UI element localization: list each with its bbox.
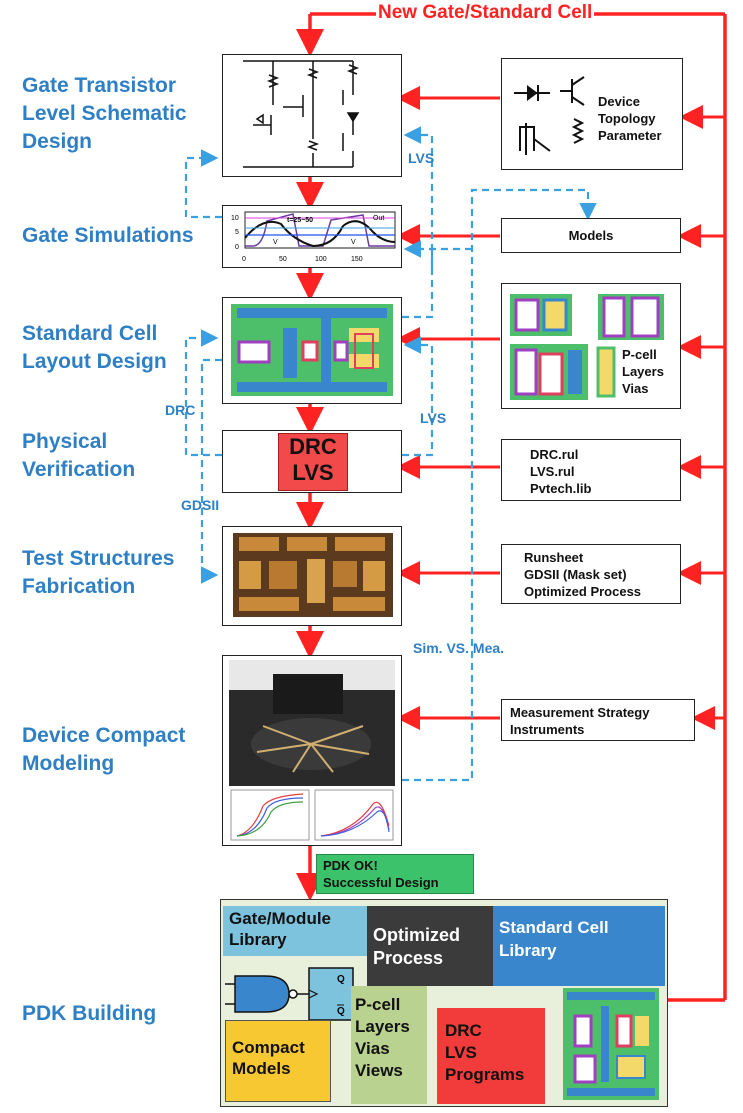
gate-library-text: Gate/Module [229, 909, 332, 928]
step-modeling-label: Device Compact Modeling [22, 724, 186, 775]
process-text: Process [373, 948, 444, 968]
step-layout-label: Standard Cell Layout Design [22, 322, 167, 373]
pcell-shapes [510, 294, 664, 400]
layers-label: Layers [622, 364, 664, 379]
optimized-process-label: Optimized Process [524, 584, 642, 599]
pdk-drc-text: DRC [445, 1021, 482, 1040]
fabrication-box [222, 526, 402, 626]
topology-label: Topology [598, 111, 656, 126]
step-verification-label: Physical Verification [22, 430, 136, 481]
sim-vs-mea-label: Sim. VS. Mea. [413, 640, 505, 656]
lvs-label-bottom: LVS [420, 410, 447, 426]
models-text: Models [232, 1059, 291, 1078]
compact-text: Compact [232, 1038, 305, 1057]
drc-programs-block: DRC LVS Programs [437, 1008, 545, 1104]
pdk-pcell-text: P-cell [355, 995, 401, 1014]
std-cell-library-block: Standard Cell Library [493, 906, 665, 986]
dashed-feedback [184, 126, 597, 782]
rules-box: DRC.rul LVS.rul Pvtech.lib [501, 439, 681, 501]
device-symbols [514, 76, 585, 155]
pdk-ok-badge: PDK OK! Successful Design [316, 854, 474, 894]
svg-text:0: 0 [235, 244, 239, 251]
layout-drawing [231, 304, 393, 396]
device-topology-box: Device Topology Parameter [501, 58, 683, 170]
pdk-vias-text: Vias [355, 1039, 390, 1058]
drc-text: DRC [289, 434, 337, 459]
pcell-block: P-cell Layers Vias Views [351, 986, 427, 1104]
svg-text:50: 50 [279, 256, 287, 263]
gate-library-block: Gate/Module Library [223, 906, 367, 956]
pdk-ok-text: PDK OK! [323, 858, 378, 873]
pdk-views-text: Views [355, 1061, 403, 1080]
lvs-text: LVS [292, 460, 334, 485]
optimized-process-block: Optimized Process [367, 906, 493, 986]
instruments-label: Instruments [510, 722, 585, 737]
fab-inputs-box: Runsheet GDSII (Mask set) Optimized Proc… [501, 544, 681, 604]
pvtech-lib-label: Pvtech.lib [530, 481, 592, 496]
measurement-box: Measurement Strategy Instruments [501, 699, 695, 741]
schematic-box [222, 54, 402, 177]
standard-cell-text: Standard Cell [499, 918, 609, 937]
svg-text:10: 10 [231, 215, 239, 222]
drc-flow-label: DRC [165, 402, 196, 418]
svg-text:Out: Out [373, 215, 384, 222]
runsheet-label: Runsheet [524, 550, 584, 565]
logic-symbols: Q Q [225, 967, 354, 1021]
measurement-strategy-label: Measurement Strategy [510, 705, 650, 720]
svg-text:100: 100 [315, 256, 327, 263]
pcell-box: P-cell Layers Vias [501, 283, 681, 409]
lvs-rul-label: LVS.rul [530, 464, 575, 479]
svg-text:t=25~50: t=25~50 [287, 217, 313, 224]
svg-text:V: V [273, 239, 278, 246]
vias-label: Vias [622, 381, 649, 396]
svg-text:0: 0 [242, 256, 246, 263]
bus-to-inputs [677, 105, 725, 730]
step-schematic-label: Gate Transistor Level Schematic Design [22, 74, 187, 153]
optimized-text: Optimized [373, 925, 461, 945]
svg-text:150: 150 [351, 256, 363, 263]
lvs-label-top: LVS [408, 150, 435, 166]
pdk-layers-text: Layers [355, 1017, 410, 1036]
fabricated-chip-photo [233, 533, 393, 617]
pdk-panel: Gate/Module Library Optimized Process St… [220, 899, 668, 1107]
models-label: Models [568, 228, 614, 243]
simulation-waveform: t=25~50 Out V V 10 5 0 0 50 100 150 [231, 211, 396, 263]
measurement-photo-and-curves [229, 660, 395, 841]
pdk-lvs-text: LVS [445, 1043, 477, 1062]
pdk-layout-thumbnail [563, 988, 659, 1100]
models-box: Models [501, 218, 681, 253]
gdsii-mask-label: GDSII (Mask set) [524, 567, 627, 582]
svg-text:Q: Q [337, 974, 345, 985]
std-library-text: Library [499, 941, 557, 960]
modeling-box [222, 655, 402, 846]
parameter-label: Parameter [598, 128, 662, 143]
drc-rul-label: DRC.rul [530, 447, 579, 462]
step-pdk-label: PDK Building [22, 1002, 157, 1025]
schematic-drawing [243, 60, 360, 168]
gdsii-flow-label: GDSII [181, 497, 220, 513]
svg-text:V: V [351, 239, 356, 246]
simulation-box: t=25~50 Out V V 10 5 0 0 50 100 150 [222, 205, 402, 268]
step-simulation-label: Gate Simulations [22, 224, 194, 247]
verification-box: DRC LVS [222, 430, 402, 493]
library-text: Library [229, 930, 287, 949]
programs-text: Programs [445, 1065, 525, 1084]
svg-text:Q: Q [337, 1006, 345, 1017]
layout-box [222, 297, 402, 404]
new-gate-cell-label: New Gate/Standard Cell [376, 2, 595, 24]
drc-lvs-badge: DRC LVS [278, 433, 348, 491]
compact-models-block: Compact Models [225, 1020, 331, 1102]
device-label: Device [598, 94, 640, 109]
step-fabrication-label: Test Structures Fabrication [22, 547, 175, 598]
pcell-label: P-cell [622, 347, 657, 362]
svg-text:5: 5 [235, 229, 239, 236]
successful-design-text: Successful Design [323, 875, 439, 890]
